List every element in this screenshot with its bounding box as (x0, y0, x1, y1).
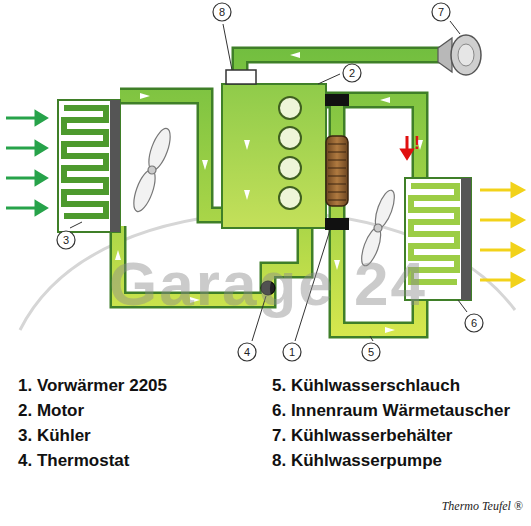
heater-frame (461, 178, 471, 300)
part-name: 5. Kühlwasserschlauch (272, 377, 460, 396)
signature: Thermo Teufel ® (442, 500, 523, 513)
callout-circle: 4 (237, 342, 257, 362)
engine-cylinder (279, 97, 301, 209)
radiator (58, 100, 120, 232)
part-name: 6. Innenraum Wärmetauscher (272, 402, 510, 421)
engine-block (222, 84, 326, 228)
part-name: 4. Thermostat (18, 452, 129, 471)
air-in-arrow (6, 112, 46, 214)
part-name: 1. Vorwärmer 2205 (18, 377, 167, 396)
watermark: Garage 24 (109, 250, 427, 318)
part-name: 2. Motor (18, 402, 84, 421)
callout-circle: 6 (464, 313, 484, 333)
part-name: 3. Kühler (18, 427, 91, 446)
callout-number: 4 (244, 347, 250, 358)
callout-circle: 3 (56, 230, 76, 250)
preheater (326, 136, 348, 206)
radiator-fan (129, 126, 174, 214)
callout-circle: 7 (431, 2, 451, 22)
warning-arrow (402, 136, 412, 158)
callout-number: 2 (349, 68, 355, 79)
radiator-frame (110, 100, 120, 232)
warning-mark: ! (414, 134, 420, 154)
callout-number: 5 (368, 347, 374, 358)
callout-number: 7 (438, 7, 444, 18)
water-pump (226, 70, 256, 84)
callout-number: 6 (471, 318, 477, 329)
hose-connector (325, 218, 349, 230)
callout-circle: 1 (282, 342, 302, 362)
preheater-fin (328, 144, 346, 200)
callout-number: 1 (289, 347, 295, 358)
hose-connector (325, 94, 349, 106)
leader-line (70, 21, 467, 341)
callout-circle: 5 (361, 342, 381, 362)
callout-number: 8 (219, 7, 225, 18)
callout-number: 3 (63, 235, 69, 246)
part-name: 8. Kühlwasserpumpe (272, 452, 442, 471)
radiator-coil (64, 108, 106, 216)
callout-circle: 8 (212, 2, 232, 22)
part-name: 7. Kühlwasserbehälter (272, 427, 452, 446)
coolant-tank (438, 35, 481, 75)
flow-arrow (244, 140, 250, 200)
air-out-arrow (480, 184, 523, 286)
callout-circle: 2 (342, 63, 362, 83)
